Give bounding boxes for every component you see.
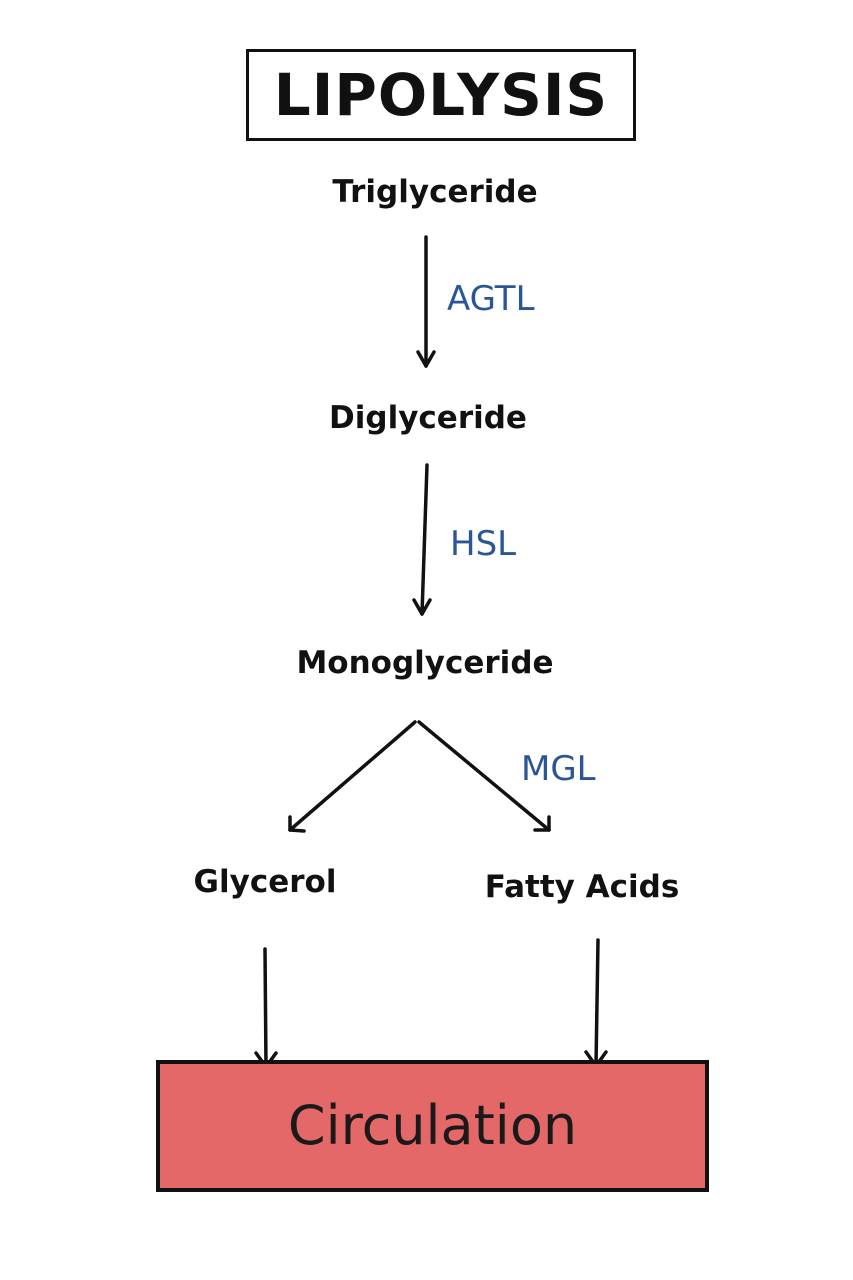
arrow-fatty-acids-to-circulation xyxy=(584,938,608,1068)
arrow-diglyceride-to-monoglyceride xyxy=(412,463,432,616)
arrow-monoglyceride-to-glycerol xyxy=(288,720,417,833)
node-fatty-acids: Fatty Acids xyxy=(484,869,680,905)
arrow-triglyceride-to-diglyceride xyxy=(416,235,436,368)
enzyme-mgl: MGL xyxy=(521,749,596,789)
arrow-glycerol-to-circulation xyxy=(254,947,278,1069)
enzyme-hsl: HSL xyxy=(450,524,517,564)
node-diglyceride: Diglyceride xyxy=(329,400,527,436)
node-triglyceride: Triglyceride xyxy=(332,174,538,210)
title-box: LIPOLYSIS xyxy=(246,49,636,141)
node-monoglyceride: Monoglyceride xyxy=(296,645,554,681)
arrow-monoglyceride-to-fatty-acids xyxy=(417,720,551,832)
enzyme-agtl: AGTL xyxy=(447,279,535,319)
circulation-label: Circulation xyxy=(287,1094,578,1157)
circulation-box: Circulation xyxy=(156,1060,709,1192)
node-glycerol: Glycerol xyxy=(193,864,337,900)
diagram-title: LIPOLYSIS xyxy=(273,61,609,129)
